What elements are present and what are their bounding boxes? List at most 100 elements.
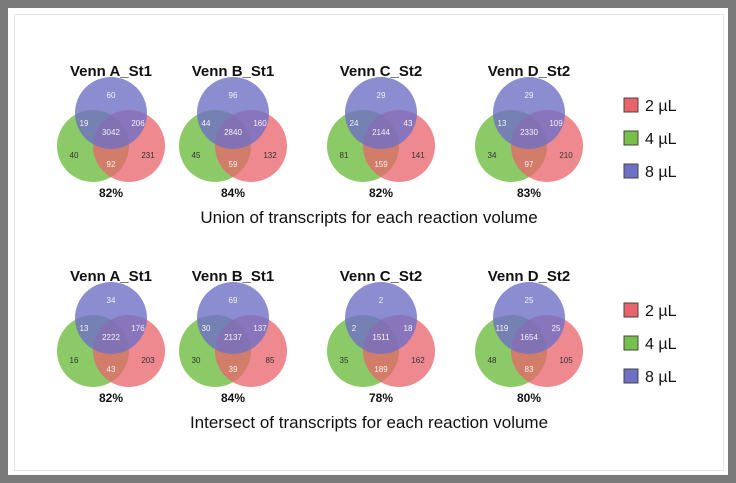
count-only-8ul: 2 — [379, 296, 384, 305]
overlap-percent: 78% — [369, 391, 393, 405]
count-4ul-8ul: 30 — [202, 324, 211, 333]
count-2ul-8ul: 206 — [131, 119, 145, 128]
count-2ul-8ul: 137 — [253, 324, 267, 333]
count-only-8ul: 25 — [525, 296, 534, 305]
count-2ul-4ul: 189 — [374, 365, 388, 374]
count-2ul-4ul: 83 — [525, 365, 534, 374]
count-only-8ul: 29 — [377, 91, 386, 100]
overlap-percent: 82% — [99, 186, 123, 200]
count-2ul-4ul: 159 — [374, 160, 388, 169]
venn-title: Venn A_St1 — [70, 268, 152, 285]
legend-swatch — [623, 163, 639, 179]
legend-label: 4 µL — [645, 131, 677, 148]
legend-label: 8 µL — [645, 369, 677, 386]
venn-title: Venn B_St1 — [192, 63, 275, 80]
circle-8ul — [75, 282, 147, 354]
count-only-8ul: 29 — [525, 91, 534, 100]
circle-8ul — [345, 77, 417, 149]
count-all: 2330 — [520, 128, 538, 137]
venn-title: Venn D_St2 — [488, 268, 571, 285]
count-all: 2222 — [102, 333, 120, 342]
legend-label: 4 µL — [645, 336, 677, 353]
count-all: 1511 — [372, 333, 390, 342]
count-2ul-8ul: 18 — [404, 324, 413, 333]
count-4ul-8ul: 119 — [496, 324, 509, 333]
legend-swatch — [623, 368, 639, 384]
overlap-percent: 80% — [517, 391, 541, 405]
count-only-4ul: 81 — [340, 151, 349, 160]
count-only-8ul: 96 — [229, 91, 238, 100]
count-4ul-8ul: 44 — [202, 119, 211, 128]
count-only-4ul: 16 — [70, 356, 79, 365]
venn-diagram: Venn C_St2 2 2 18 1511 35 162 189 78% — [327, 268, 435, 405]
overlap-percent: 84% — [221, 186, 245, 200]
count-2ul-8ul: 109 — [549, 119, 563, 128]
count-2ul-8ul: 176 — [131, 324, 145, 333]
count-2ul-4ul: 43 — [107, 365, 116, 374]
count-only-8ul: 60 — [107, 91, 116, 100]
venn-diagram: Venn A_St1 60 19 206 3042 40 231 92 82% — [57, 63, 165, 200]
count-only-2ul: 141 — [411, 151, 425, 160]
count-only-2ul: 85 — [266, 356, 275, 365]
count-only-2ul: 210 — [559, 151, 573, 160]
count-4ul-8ul: 2 — [352, 324, 357, 333]
count-4ul-8ul: 24 — [350, 119, 359, 128]
count-only-2ul: 105 — [559, 356, 573, 365]
venn-title: Venn B_St1 — [192, 268, 275, 285]
count-2ul-8ul: 160 — [253, 119, 267, 128]
count-4ul-8ul: 19 — [80, 119, 89, 128]
venn-diagram: Venn B_St1 96 44 160 2840 45 132 59 84% — [179, 63, 287, 200]
circle-8ul — [493, 77, 565, 149]
venn-title: Venn A_St1 — [70, 63, 152, 80]
circle-8ul — [75, 77, 147, 149]
legend-swatch — [623, 130, 639, 146]
venn-title: Venn C_St2 — [340, 268, 423, 285]
legend-label: 8 µL — [645, 164, 677, 181]
count-all: 2840 — [224, 128, 242, 137]
count-all: 3042 — [102, 128, 120, 137]
count-4ul-8ul: 13 — [80, 324, 89, 333]
legend-swatch — [623, 302, 639, 318]
legend-swatch — [623, 335, 639, 351]
circle-8ul — [493, 282, 565, 354]
venn-title: Venn C_St2 — [340, 63, 423, 80]
legend-label: 2 µL — [645, 98, 677, 115]
count-only-4ul: 35 — [340, 356, 349, 365]
panel-intersect: Venn A_St1 34 13 176 2222 16 203 43 82% Venn B_St… — [57, 268, 677, 432]
overlap-percent: 83% — [517, 186, 541, 200]
count-only-4ul: 30 — [192, 356, 201, 365]
count-only-8ul: 69 — [229, 296, 238, 305]
count-only-2ul: 203 — [141, 356, 155, 365]
count-4ul-8ul: 13 — [498, 119, 507, 128]
count-2ul-8ul: 25 — [552, 324, 561, 333]
count-only-2ul: 162 — [411, 356, 425, 365]
circle-8ul — [197, 282, 269, 354]
count-all: 2144 — [372, 128, 390, 137]
legend: 2 µL 4 µL 8 µL — [623, 97, 677, 181]
count-only-2ul: 132 — [263, 151, 277, 160]
count-2ul-4ul: 39 — [229, 365, 238, 374]
legend-swatch — [623, 97, 639, 113]
count-2ul-4ul: 92 — [107, 160, 116, 169]
count-only-4ul: 48 — [488, 356, 497, 365]
overlap-percent: 82% — [99, 391, 123, 405]
venn-diagram: Venn D_St2 25 119 25 1654 48 105 83 80% — [475, 268, 583, 405]
count-only-8ul: 34 — [107, 296, 116, 305]
circle-8ul — [345, 282, 417, 354]
venn-diagram: Venn A_St1 34 13 176 2222 16 203 43 82% — [57, 268, 165, 405]
legend-label: 2 µL — [645, 303, 677, 320]
count-only-4ul: 45 — [192, 151, 201, 160]
panel-heading: Intersect of transcripts for each reacti… — [190, 413, 548, 432]
count-all: 1654 — [520, 333, 538, 342]
count-2ul-4ul: 59 — [229, 160, 238, 169]
count-all: 2137 — [224, 333, 242, 342]
panel-union: Venn A_St1 60 19 206 3042 40 231 92 82% Venn B_St… — [57, 63, 677, 227]
count-2ul-4ul: 97 — [525, 160, 534, 169]
count-only-4ul: 40 — [70, 151, 79, 160]
panel-heading: Union of transcripts for each reaction v… — [200, 208, 537, 227]
venn-title: Venn D_St2 — [488, 63, 571, 80]
count-only-2ul: 231 — [141, 151, 155, 160]
